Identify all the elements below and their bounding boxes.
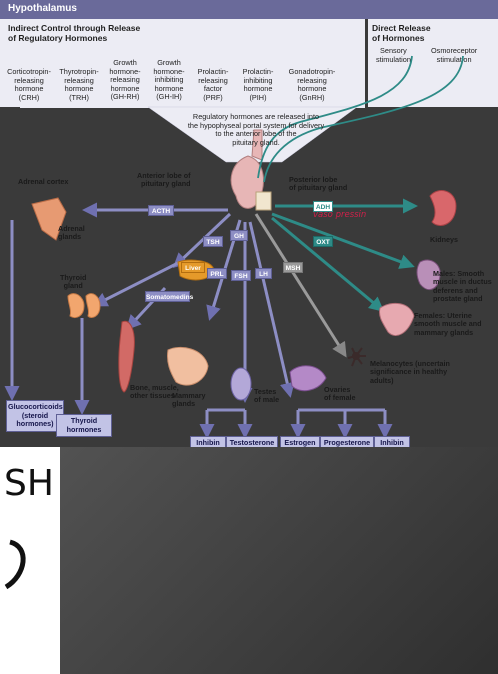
anterior-lobe-label: Anterior lobe of pituitary gland [137,172,191,189]
kidneys-label: Kidneys [430,236,458,244]
females-label: Females: Uterine smooth muscle and mamma… [414,312,482,337]
msh-box: MSH [283,262,303,273]
uterus-shape [379,303,414,335]
adrenal-cortex-label: Adrenal cortex [18,178,68,186]
fragment-arc [0,537,60,597]
left-white-strip: SH [0,447,60,674]
kidney-shape [430,191,456,226]
thyroid-shape [68,294,100,318]
portal-text: Regulatory hormones are released into th… [146,113,366,147]
mammary-shape [167,347,208,385]
lh-box: LH [255,268,272,279]
oxt-males-arrow [272,214,412,266]
ovaries-label: Ovaries of female [324,386,356,403]
oxt-box: OXT [313,236,333,247]
males-label: Males: Smooth muscle in ductus deferens … [433,270,492,304]
liver-label: Liver [181,262,205,273]
vasopressin-annotation: vaso pressin [313,210,366,220]
somatomedins-box: Somatomedins [145,291,190,302]
testis-shape [231,368,251,400]
tsh-box: TSH [203,236,223,247]
mammary-label: Mammary glands [172,392,206,409]
adrenal-glands-label: Adrenal glands [58,225,85,242]
melanocyte-body [352,352,360,360]
thyroid-label: Thyroid gland [60,274,86,291]
fsh-box: FSH [231,270,251,281]
melanocytes-label: Melanocytes (uncertain significance in h… [370,360,450,385]
acth-box: ACTH [148,205,174,216]
gh-box: GH [230,230,248,241]
fragment-text: SH [4,463,54,504]
muscle-shape [119,321,135,392]
testes-label: Testes of male [254,388,279,405]
lh-arrow [250,222,290,395]
dark-overlay-panel [60,447,498,674]
ovary-shape [290,366,326,391]
thyroid-hormones-box: Thyroid hormones [56,414,112,437]
posterior-lobe [256,192,271,210]
prl-box: PRL [207,268,227,279]
posterior-lobe-label: Posterior lobe of pituitary gland [289,176,347,193]
